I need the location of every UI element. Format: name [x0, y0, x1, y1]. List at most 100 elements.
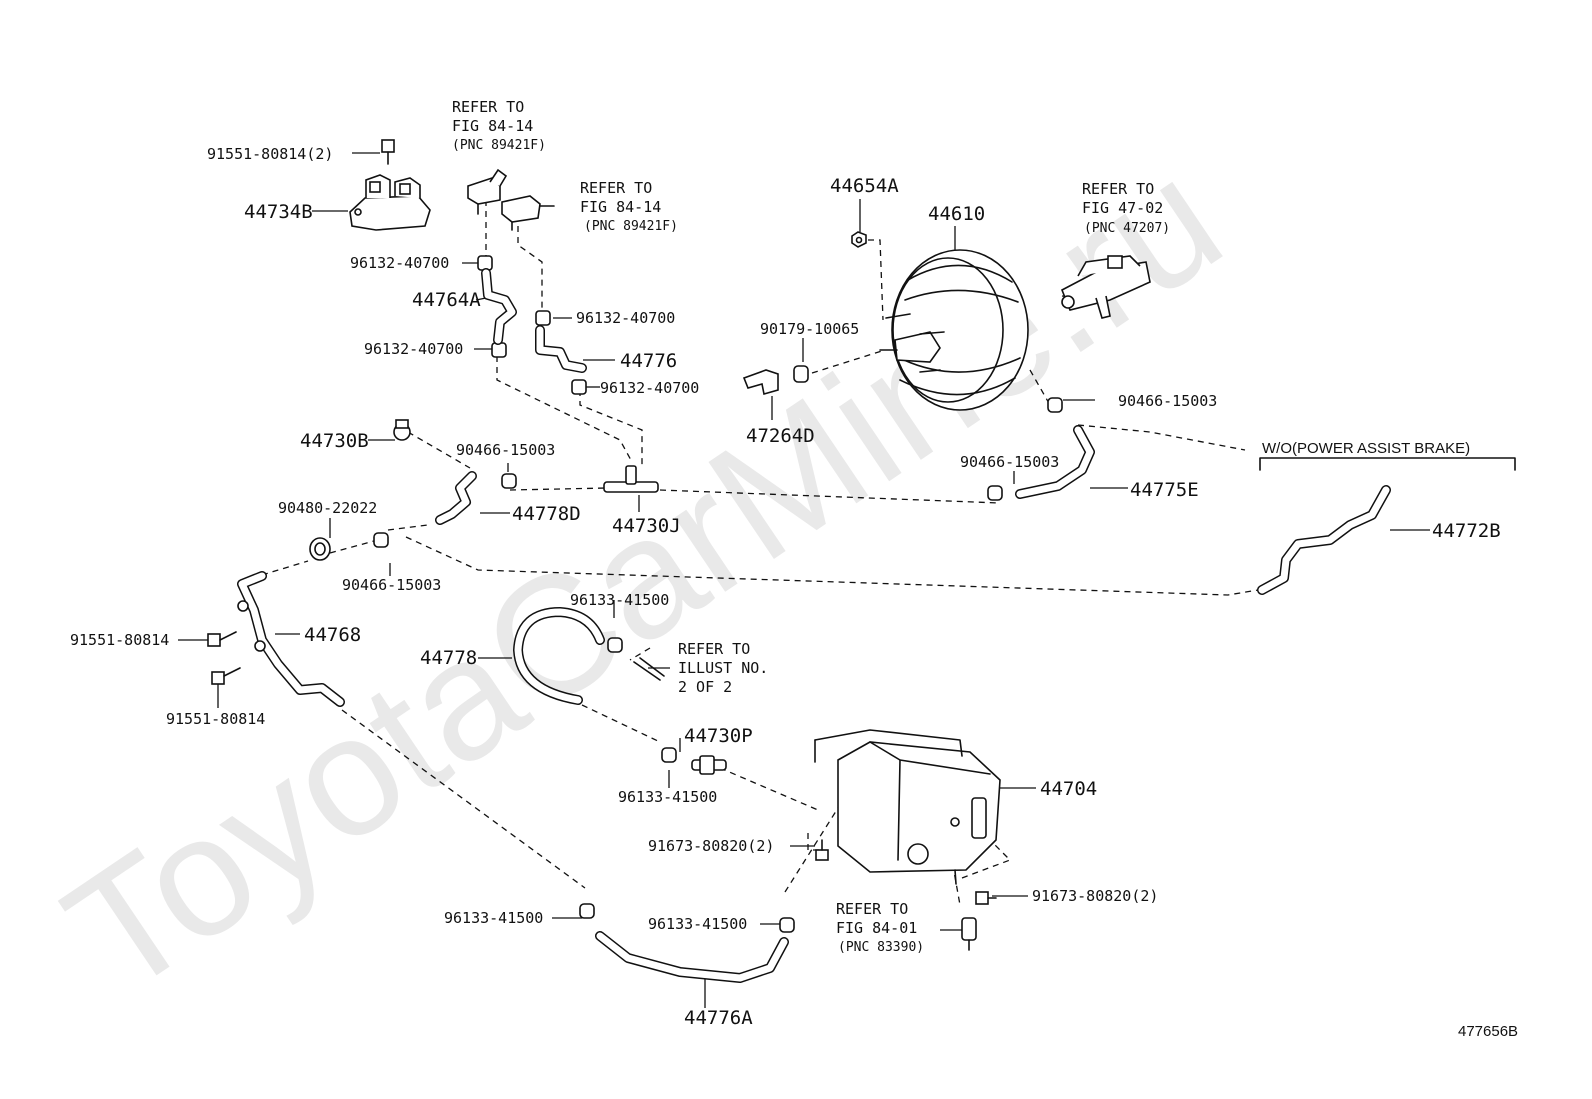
label-44778: 44778 [420, 647, 477, 669]
svg-text:REFER TO: REFER TO [678, 640, 750, 658]
clip-96133-c-icon [579, 903, 595, 919]
label-44776: 44776 [620, 350, 677, 372]
bracket-44734B-icon [349, 174, 431, 231]
label-96132-40700-d: 96132-40700 [600, 379, 699, 397]
label-96133-41500-b: 96133-41500 [618, 788, 717, 806]
clip-96133-b-icon [661, 747, 677, 763]
label-44764A: 44764A [412, 289, 481, 311]
clip-90466-c-icon [987, 485, 1003, 501]
label-44730B: 44730B [300, 430, 369, 452]
label-91551-80814-2: 91551-80814(2) [207, 145, 333, 163]
svg-text:FIG 84-01: FIG 84-01 [836, 919, 917, 937]
clip-96133-d-icon [779, 917, 795, 933]
bracket-47264D-icon [742, 369, 779, 396]
nut-44654A-icon [851, 231, 867, 248]
refer-note-5: REFER TO FIG 84-01 (PNC 83390) [836, 900, 924, 955]
svg-text:FIG 84-14: FIG 84-14 [580, 198, 661, 216]
svg-text:(PNC 89421F): (PNC 89421F) [452, 138, 546, 153]
hose-44778D-icon [435, 471, 477, 525]
vacuum-tank-44704-icon [814, 729, 1001, 885]
label-44772B: 44772B [1432, 520, 1501, 542]
figure-id: 477656B [1458, 1023, 1518, 1040]
label-47264D: 47264D [746, 425, 815, 447]
svg-text:REFER TO: REFER TO [580, 179, 652, 197]
hose-44764A-icon [481, 268, 517, 345]
label-44610: 44610 [928, 203, 985, 225]
short-pipe-icon [633, 657, 665, 681]
hose-44778-icon [513, 607, 605, 705]
label-44730J: 44730J [612, 515, 681, 537]
label-44776A: 44776A [684, 1007, 753, 1029]
label-44734B: 44734B [244, 201, 313, 223]
label-96132-40700-a: 96132-40700 [350, 254, 449, 272]
label-90466-15003-c: 90466-15003 [960, 453, 1059, 471]
brake-booster-44610-icon [879, 249, 1029, 411]
bolt-91551-top-icon [381, 139, 395, 165]
grommet-90480-icon [309, 537, 331, 561]
label-91673-80820-2-b: 91673-80820(2) [1032, 887, 1158, 905]
label-96133-41500-a: 96133-41500 [570, 591, 669, 609]
vacuum-switch-left-icon [467, 168, 508, 215]
label-44768: 44768 [304, 624, 361, 646]
dashed-connection-lines [261, 200, 1259, 906]
label-96133-41500-c: 96133-41500 [444, 909, 543, 927]
label-90480-22022: 90480-22022 [278, 499, 377, 517]
refer-note-3: REFER TO FIG 47-02 (PNC 47207) [1082, 180, 1170, 236]
svg-text:FIG 47-02: FIG 47-02 [1082, 199, 1163, 217]
label-91551-80814-a: 91551-80814 [70, 631, 169, 649]
svg-text:FIG 84-14: FIG 84-14 [452, 117, 533, 135]
clip-96132-d-icon [571, 379, 587, 395]
label-96132-40700-b: 96132-40700 [576, 309, 675, 327]
svg-text:(PNC 89421F): (PNC 89421F) [584, 219, 678, 234]
clip-90466-a-icon [1047, 397, 1063, 413]
clip-96132-c-icon [491, 342, 507, 358]
clamp-44730B-icon [393, 419, 411, 441]
refer-note-1: REFER TO FIG 84-14 (PNC 89421F) [452, 98, 546, 153]
section-bracket [1259, 457, 1516, 471]
master-cylinder-icon [1060, 255, 1151, 319]
label-91673-80820-2-a: 91673-80820(2) [648, 837, 774, 855]
label-91551-80814-b: 91551-80814 [166, 710, 265, 728]
label-44654A: 44654A [830, 175, 899, 197]
svg-text:(PNC 83390): (PNC 83390) [838, 940, 924, 955]
leader-lines [178, 152, 1430, 1008]
label-90466-15003-d: 90466-15003 [342, 576, 441, 594]
label-wo-power-assist: W/O(POWER ASSIST BRAKE) [1262, 440, 1470, 457]
clip-90466-b-icon [501, 473, 517, 489]
svg-text:(PNC 47207): (PNC 47207) [1084, 221, 1170, 236]
clip-96132-a-icon [477, 255, 493, 271]
pipe-44768-icon [237, 571, 345, 707]
label-44730P: 44730P [684, 725, 753, 747]
vacuum-switch-bottom-icon [961, 917, 977, 951]
label-44775E: 44775E [1130, 479, 1199, 501]
refer-note-4: REFER TO ILLUST NO. 2 OF 2 [678, 640, 768, 696]
clip-96133-a-icon [607, 637, 623, 653]
label-96132-40700-c: 96132-40700 [364, 340, 463, 358]
bolt-91673-b-icon [975, 891, 997, 905]
refer-note-2: REFER TO FIG 84-14 (PNC 89421F) [580, 179, 678, 234]
hose-44775E-icon [1015, 425, 1095, 499]
check-valve-44730P-icon [691, 755, 727, 775]
label-44704: 44704 [1040, 778, 1097, 800]
label-90466-15003-b: 90466-15003 [456, 441, 555, 459]
bolt-91551-b-icon [211, 667, 241, 685]
bolt-91551-a-icon [207, 631, 237, 647]
tee-44730J-icon [603, 465, 659, 493]
bolt-91673-a-icon [815, 839, 829, 861]
label-90179-10065: 90179-10065 [760, 320, 859, 338]
clip-96132-b-icon [535, 310, 551, 326]
hose-44776-icon [535, 325, 587, 373]
hose-44776A-icon [595, 931, 789, 983]
svg-text:REFER TO: REFER TO [836, 900, 908, 918]
washer-90179-icon [793, 365, 809, 383]
vacuum-switch-right-icon [501, 195, 555, 231]
hose-44772B-icon [1257, 485, 1391, 595]
label-96133-41500-d: 96133-41500 [648, 915, 747, 933]
svg-text:REFER TO: REFER TO [1082, 180, 1154, 198]
svg-text:ILLUST NO.: ILLUST NO. [678, 659, 768, 677]
svg-text:2 OF 2: 2 OF 2 [678, 678, 732, 696]
label-44778D: 44778D [512, 503, 581, 525]
clip-90466-d-icon [373, 532, 389, 548]
svg-text:REFER TO: REFER TO [452, 98, 524, 116]
